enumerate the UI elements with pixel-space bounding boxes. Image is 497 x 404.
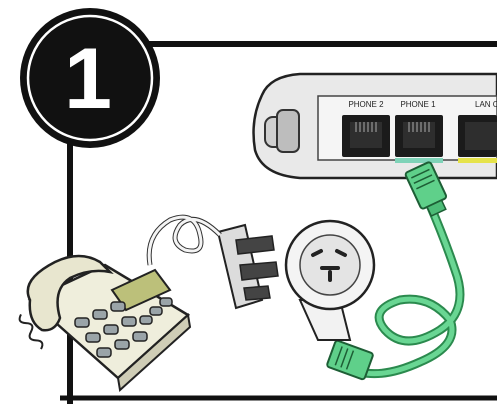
telephone bbox=[18, 256, 190, 390]
phone-2-port bbox=[342, 115, 390, 157]
telephone-cord bbox=[149, 217, 220, 265]
step-number-badge: 1 bbox=[20, 8, 160, 148]
wall-adapter-plug bbox=[218, 225, 278, 308]
router-device: PHONE 2 PHONE 1 LAN C bbox=[254, 74, 497, 178]
rj11-plug-bottom bbox=[326, 340, 373, 380]
phone-1-port bbox=[395, 115, 443, 163]
port-label-phone-1: PHONE 1 bbox=[400, 100, 436, 109]
port-label-phone-2: PHONE 2 bbox=[348, 100, 384, 109]
port-label-lan: LAN C bbox=[475, 100, 497, 109]
wall-socket bbox=[286, 221, 374, 340]
lan-port bbox=[458, 115, 497, 163]
lan-indicator bbox=[458, 158, 497, 163]
step-number: 1 bbox=[64, 31, 112, 127]
phone-1-indicator bbox=[395, 158, 443, 163]
